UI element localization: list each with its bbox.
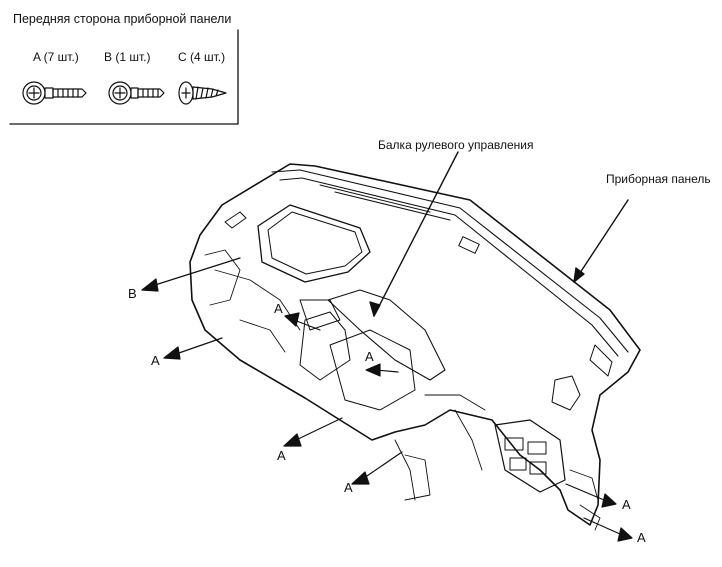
screw-c-icon <box>178 81 227 105</box>
legend-frame <box>9 29 239 125</box>
fastener-b-label: B (1 шт.) <box>104 50 151 64</box>
dash-panel-label: Приборная панель <box>606 172 711 186</box>
callout-a-letter-upper: A <box>274 301 283 316</box>
screw-b-icon <box>108 81 165 105</box>
callout-a-letter-lower-mid: A <box>344 480 353 495</box>
callout-arrows <box>141 257 633 542</box>
dash-panel-leader <box>573 199 629 283</box>
leader-lines <box>369 151 629 317</box>
callout-a-letter-inside: A <box>365 349 374 364</box>
steering-beam-leader <box>373 151 459 317</box>
steering-beam-label: Балка рулевого управления <box>378 138 534 152</box>
callout-a-letter-right-upper: A <box>622 497 631 512</box>
fastener-c-label: C (4 шт.) <box>178 50 226 64</box>
fastener-a-label: A (7 шт.) <box>33 50 79 64</box>
callout-a-letter-right-lower: A <box>637 530 646 545</box>
callout-b-letter: B <box>128 286 137 301</box>
callout-a-letter-left: A <box>151 353 160 368</box>
callout-a-letter-lower-left: A <box>277 448 286 463</box>
legend-title: Передняя сторона приборной панели <box>13 12 232 26</box>
dashboard-outline <box>189 163 641 531</box>
screw-a-icon <box>22 81 87 105</box>
